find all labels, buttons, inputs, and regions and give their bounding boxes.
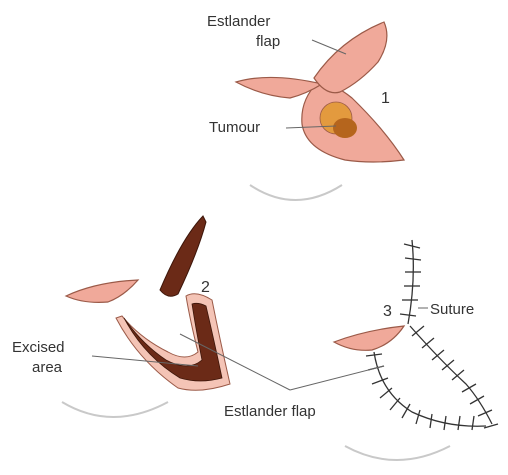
- chin-curve-1: [250, 185, 342, 200]
- estlander-flap-1: [314, 22, 387, 93]
- estlander-flap-crescent-2: [160, 216, 206, 296]
- label-excised-line1: Excised: [12, 339, 65, 356]
- label-step-3: 3: [383, 303, 392, 320]
- step-2-group: 2 Excised area: [12, 216, 230, 417]
- chin-curve-3: [345, 446, 450, 460]
- step-3-group: 3 Suture: [334, 240, 498, 460]
- tumour-inner: [333, 118, 357, 138]
- label-estlander-flap-line1: Estlander: [207, 13, 270, 30]
- label-step-2: 2: [201, 279, 210, 296]
- label-step-1: 1: [381, 90, 390, 107]
- label-estlander-flap-line2: flap: [256, 33, 280, 50]
- leader-estlander-bottom-right: [290, 366, 384, 390]
- leader-estlander-top: [312, 40, 346, 54]
- label-tumour: Tumour: [209, 119, 260, 136]
- upper-lip-left-2: [66, 280, 138, 302]
- label-suture: Suture: [430, 301, 474, 318]
- label-excised-line2: area: [32, 359, 63, 376]
- suture-line-vertical: [408, 240, 413, 324]
- label-estlander-flap-bottom: Estlander flap: [224, 403, 316, 420]
- suture-line-outer: [410, 326, 492, 424]
- chin-curve-2: [62, 402, 168, 417]
- step-1-group: Estlander flap Tumour 1: [207, 13, 404, 200]
- upper-lip-left-3: [334, 326, 404, 350]
